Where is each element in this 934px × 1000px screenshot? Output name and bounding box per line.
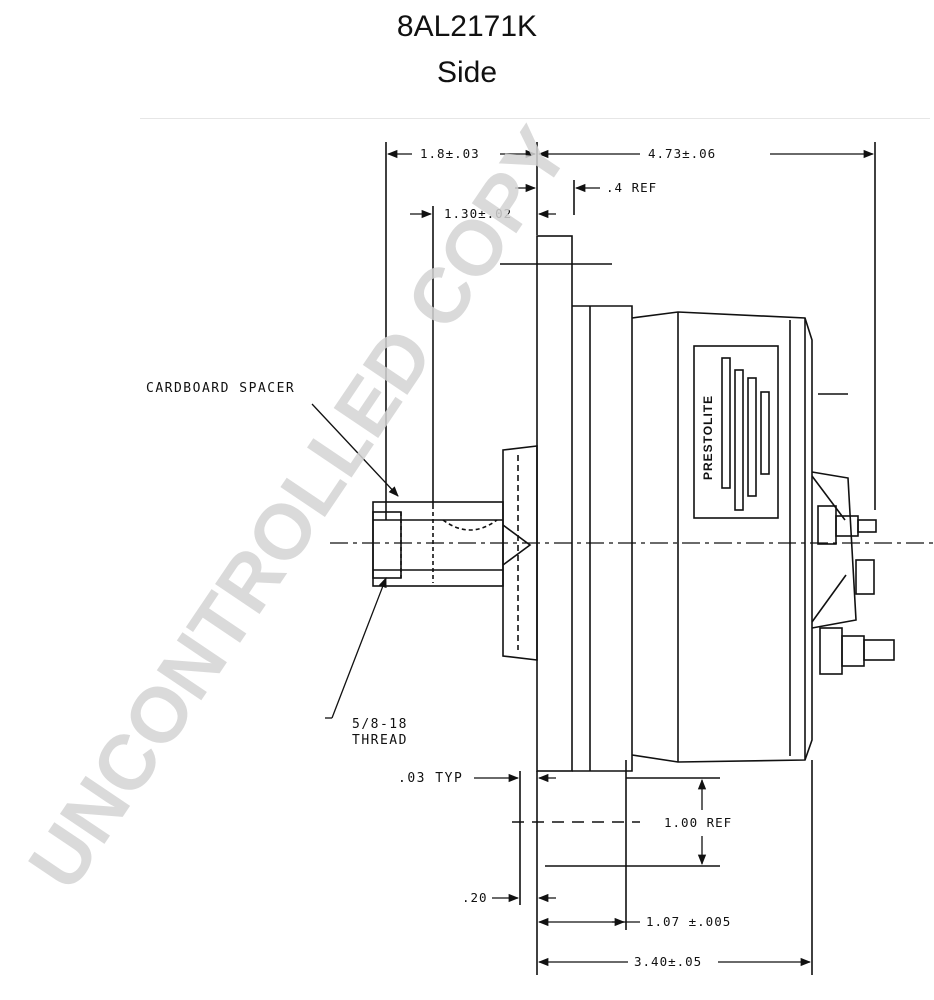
terminal-middle — [855, 559, 875, 595]
dim-flange-thickness: .20 — [462, 890, 488, 905]
terminal-nut-upper — [817, 505, 837, 545]
dim-ref-small: .4 REF — [606, 180, 657, 195]
main-housing — [631, 311, 813, 763]
label-thread-size: 5/8-18 — [352, 717, 408, 732]
cardboard-spacer — [372, 511, 402, 579]
terminal-nut-lower — [819, 627, 843, 675]
dim-mount-ref: 1.00 REF — [664, 815, 732, 830]
dim-overall-length: 4.73±.06 — [648, 146, 716, 161]
rear-bracket — [811, 471, 857, 629]
terminal-lower — [841, 635, 865, 667]
shaft — [372, 501, 504, 587]
leader-lines — [311, 403, 399, 719]
alternator-outline — [330, 142, 934, 975]
dim-spacer-length: 1.30±.02 — [444, 206, 512, 221]
dim-flange-offset: 1.07 ±.005 — [646, 914, 731, 929]
nameplate — [693, 345, 779, 519]
dim-body-length: 3.40±.05 — [634, 954, 702, 969]
terminal-upper — [835, 515, 859, 537]
dimension-lines — [386, 149, 875, 967]
dim-shaft-length: 1.8±.03 — [420, 146, 480, 161]
view-title: Side — [436, 56, 498, 89]
uncontrolled-copy-watermark: UNCONTROLLED COPY — [11, 112, 586, 905]
label-cardboard-spacer: CARDBOARD SPACER — [146, 381, 295, 396]
nameplate-brand: PRESTOLITE — [701, 395, 715, 480]
label-thread: THREAD — [352, 733, 408, 748]
part-number-title: 8AL2171K — [396, 10, 538, 43]
header-divider — [140, 118, 930, 119]
front-flange — [536, 235, 573, 772]
label-typ: .03 TYP — [398, 771, 463, 786]
